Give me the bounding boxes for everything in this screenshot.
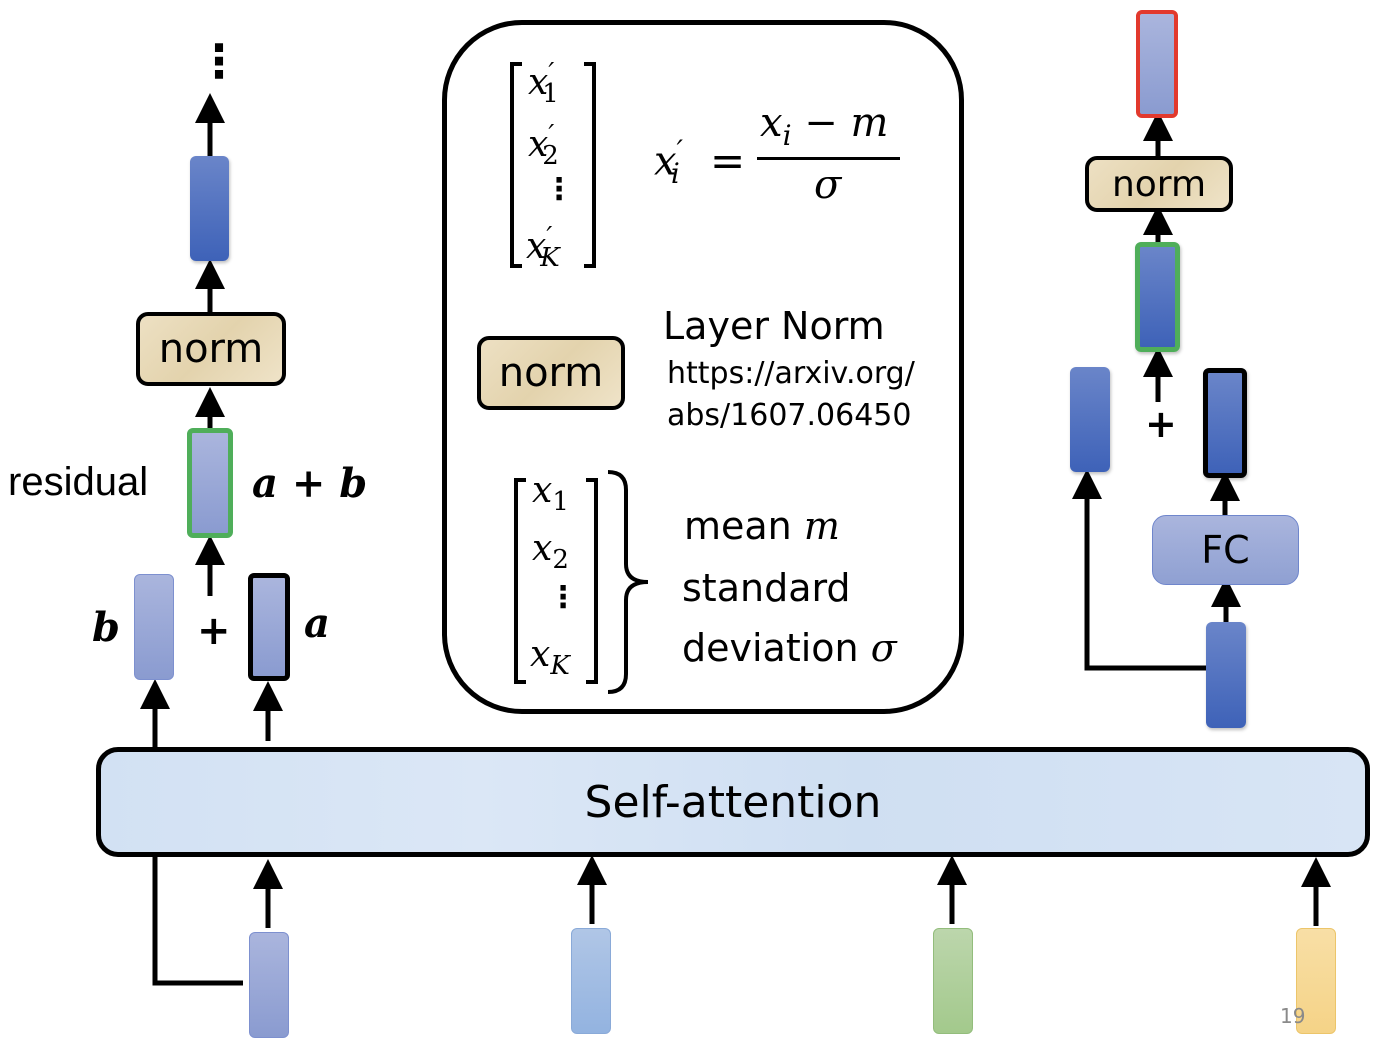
input-item-k: xK <box>530 634 570 682</box>
norm-label: norm <box>1111 163 1207 205</box>
plus-sign-right: + <box>1145 402 1177 446</box>
output-item-k: x′K <box>526 222 560 274</box>
input-vector-bracket <box>514 478 598 684</box>
norm-box-panel: norm <box>477 336 625 410</box>
sum-label: a + b <box>252 460 368 507</box>
std-label-line1: standard <box>682 566 851 610</box>
output-vector-bracket <box>510 62 596 268</box>
plus-sign-left: + <box>197 608 231 654</box>
formula-equals: = <box>710 136 746 185</box>
ellipsis-top: ⋮ <box>196 34 242 88</box>
norm-box-left: norm <box>136 312 286 386</box>
norm-label: norm <box>158 326 264 372</box>
vector-b-right <box>1070 367 1110 472</box>
residual-vector <box>187 428 233 538</box>
formula-numerator: xi − m <box>760 100 889 152</box>
vector-a-right <box>1203 368 1247 478</box>
input-item-1: x1 <box>532 470 569 518</box>
input-token-4 <box>1296 928 1336 1034</box>
norm-box-right: norm <box>1085 156 1233 212</box>
skip-connection-right <box>1084 500 1207 671</box>
self-attention-label: Self-attention <box>584 776 882 828</box>
formula-fraction-bar <box>757 157 900 160</box>
output-item-ellipsis: ⋮ <box>544 172 574 207</box>
a-label: a <box>304 600 330 647</box>
final-output-vector <box>1136 10 1178 118</box>
norm-label: norm <box>498 350 604 396</box>
residual-label: residual <box>8 460 149 504</box>
input-token-1 <box>249 932 289 1038</box>
output-vector-left <box>190 156 229 261</box>
paper-link-line2[interactable]: abs/1607.06450 <box>667 398 912 433</box>
formula-denominator: σ <box>814 162 842 208</box>
output-item-2: x′2 <box>528 120 559 172</box>
input-token-3 <box>933 928 973 1034</box>
fc-label: FC <box>1201 528 1250 572</box>
std-label-line2: deviation σ <box>682 626 897 670</box>
paper-link-line1[interactable]: https://arxiv.org/ <box>667 356 915 391</box>
input-item-ellipsis: ⋮ <box>548 580 578 615</box>
output-item-1: x′1 <box>528 58 559 110</box>
fc-layer-box: FC <box>1152 515 1299 585</box>
formula-lhs: x′i <box>654 134 683 191</box>
b-label: b <box>92 604 120 651</box>
page-number: 19 <box>1280 1004 1306 1028</box>
mean-label: mean m <box>684 504 840 548</box>
residual-vector-right <box>1135 242 1180 352</box>
self-attention-block: Self-attention <box>96 747 1370 857</box>
input-token-2 <box>571 928 611 1034</box>
vector-a-left <box>248 573 290 681</box>
vector-b-left <box>134 574 174 680</box>
input-item-2: x2 <box>532 528 569 576</box>
layer-norm-title: Layer Norm <box>663 304 885 348</box>
curly-brace <box>607 470 649 694</box>
self-attention-output-vector <box>1206 622 1246 728</box>
